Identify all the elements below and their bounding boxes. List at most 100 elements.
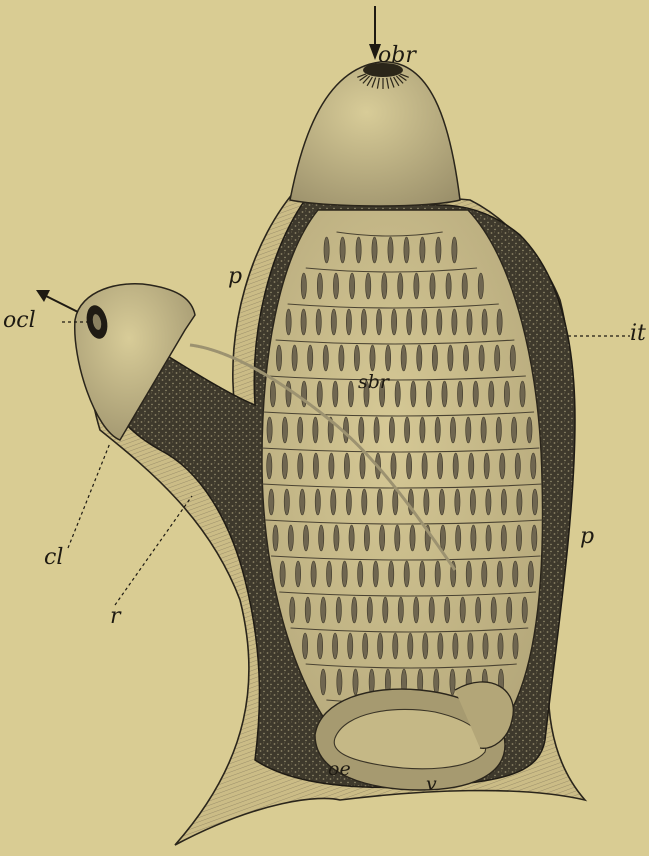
gill-slit [436,237,441,263]
gill-slit [510,345,515,371]
gill-slit [482,309,487,335]
gill-slit [301,273,306,299]
gill-slit [388,237,393,263]
gill-slit [327,561,332,587]
gill-slit [426,381,431,407]
gill-slit [532,525,537,551]
gill-slit [513,633,518,659]
gill-slit [346,309,351,335]
gill-slit [501,525,506,551]
gill-slit [495,345,500,371]
gill-slit [462,273,467,299]
gill-slit [410,525,415,551]
gill-slit [364,525,369,551]
gill-slit [378,633,383,659]
gill-slit [432,345,437,371]
gill-slit [313,417,318,443]
gill-slit [334,525,339,551]
gill-slit [450,669,455,695]
gill-slit [528,561,533,587]
gill-slit [300,489,305,515]
label-oe: oe [328,760,351,779]
gill-slit [380,525,385,551]
oral-siphon [290,62,460,206]
gill-slit [317,273,322,299]
label-r: r [110,606,121,628]
gill-slit [331,489,336,515]
gill-slit [440,525,445,551]
label-sbr: sbr [358,373,389,392]
gill-slit [269,489,274,515]
r-leader [115,496,192,605]
gill-slit [471,525,476,551]
gill-slit [420,561,425,587]
gill-slit [407,453,412,479]
gill-slit [383,597,388,623]
gill-slit [350,273,355,299]
gill-slit [532,489,537,515]
gill-slit [329,453,334,479]
gill-slit [267,417,272,443]
gill-slit [434,669,439,695]
gill-slit [453,633,458,659]
gill-slit [353,669,358,695]
gill-slit [286,381,291,407]
gill-slit [374,417,379,443]
gill-slit [479,345,484,371]
gill-slit [311,561,316,587]
gill-slit [513,561,518,587]
gill-slit [348,633,353,659]
gill-slit [317,381,322,407]
gill-slit [273,525,278,551]
gill-slit [344,453,349,479]
gill-slit [333,273,338,299]
gill-slit [324,237,329,263]
gill-slit [484,453,489,479]
gill-slit [501,489,506,515]
gill-slit [500,453,505,479]
gill-slit [346,489,351,515]
gill-slit [358,561,363,587]
gill-slit [411,381,416,407]
gill-slit [340,237,345,263]
label-ocl: ocl [3,310,36,332]
gill-slit [398,597,403,623]
gill-slit [438,453,443,479]
gill-slit [497,561,502,587]
gill-slit [339,345,344,371]
gill-slit [392,309,397,335]
gill-slit [486,489,491,515]
gill-slit [343,417,348,443]
gill-slit [466,417,471,443]
label-it: it [630,323,646,345]
gill-slit [481,417,486,443]
gill-slit [270,381,275,407]
gill-slit [348,381,353,407]
gill-slit [504,381,509,407]
gill-slit [429,597,434,623]
gill-slit [318,633,323,659]
gill-slit [280,561,285,587]
gill-slit [286,309,291,335]
gill-slit [333,633,338,659]
gill-slit [453,453,458,479]
gill-slit [331,309,336,335]
gill-slit [290,597,295,623]
branchial-basket [261,210,542,764]
gill-slit [452,309,457,335]
gill-slit [438,633,443,659]
gill-slit [424,489,429,515]
gill-slit [420,417,425,443]
gill-slit [288,525,293,551]
gill-slit [491,597,496,623]
gill-slit [405,417,410,443]
cl-leader [68,443,110,548]
label-p-upper: p [228,266,242,288]
gill-slit [498,633,503,659]
gill-slit [282,417,287,443]
gill-slit [531,453,536,479]
gill-slit [404,237,409,263]
gill-slit [284,489,289,515]
